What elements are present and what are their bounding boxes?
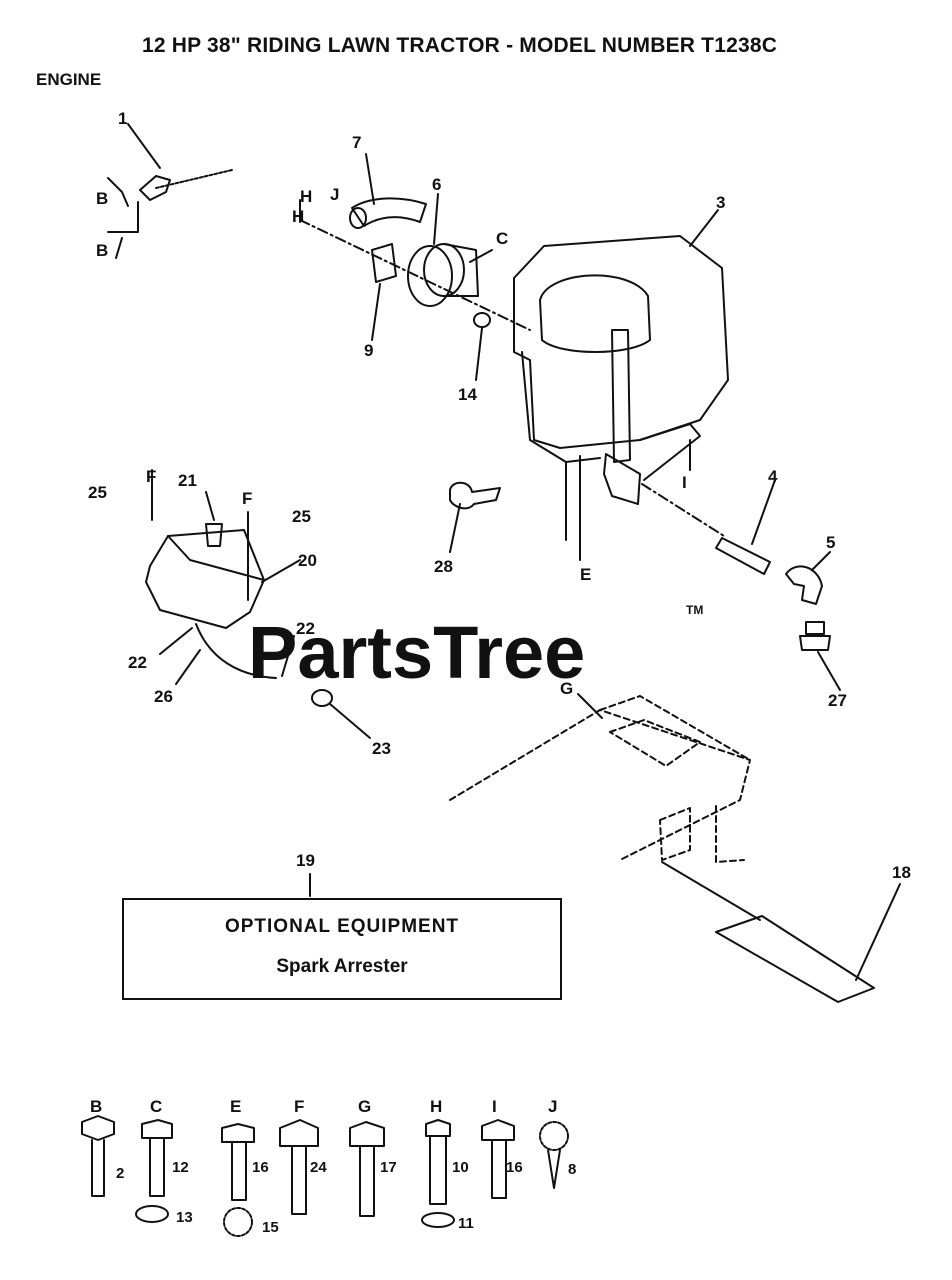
part-label-9: 9 (364, 341, 373, 360)
hardware-bolt-H (421, 1119, 455, 1228)
air-cleaner-part (407, 243, 493, 307)
plug-part (799, 621, 831, 651)
hw-part-2: 2 (116, 1165, 124, 1182)
hardware-screw-J (539, 1121, 569, 1189)
hardware-bolt-I (481, 1119, 515, 1199)
callout-F-1: F (146, 467, 156, 486)
part-label-18: 18 (892, 863, 911, 882)
optional-equipment-item: Spark Arrester (276, 956, 408, 977)
bracket-part (349, 197, 427, 229)
hw-letter-B: B (90, 1097, 102, 1116)
hw-part-16b: 16 (506, 1159, 523, 1176)
part-label-22b: 22 (296, 619, 315, 638)
part-label-7: 7 (352, 133, 361, 152)
hw-letter-F: F (294, 1097, 304, 1116)
grommet-part (311, 689, 371, 739)
optional-equipment-box: OPTIONAL EQUIPMENT Spark Arrester (122, 898, 562, 1000)
hardware-bolt-B (81, 1115, 115, 1197)
part-label-20: 20 (298, 551, 317, 570)
part-label-25b: 25 (292, 507, 311, 526)
callout-H-1: H (300, 187, 312, 206)
hw-letter-I: I (492, 1097, 497, 1116)
callout-H-2: H (292, 207, 304, 226)
hw-letter-G: G (358, 1097, 371, 1116)
part-label-22: 22 (128, 653, 147, 672)
clamp-part (449, 481, 501, 510)
hw-part-13: 13 (176, 1209, 193, 1226)
part-label-19: 19 (296, 851, 315, 870)
callout-C: C (496, 229, 508, 248)
callout-I: I (682, 473, 687, 492)
tube-part (195, 623, 277, 679)
hw-letter-E: E (230, 1097, 241, 1116)
part-label-25: 25 (88, 483, 107, 502)
callout-J: J (330, 185, 339, 204)
part-14 (473, 312, 491, 328)
hw-letter-C: C (150, 1097, 162, 1116)
hardware-bolt-C (135, 1119, 173, 1223)
part-label-26: 26 (154, 687, 173, 706)
page-title: 12 HP 38" RIDING LAWN TRACTOR - MODEL NU… (142, 34, 778, 57)
hw-part-11: 11 (458, 1215, 474, 1232)
hw-part-12: 12 (172, 1159, 189, 1176)
hw-part-16a: 16 (252, 1159, 269, 1176)
hardware-bolt-G (349, 1121, 385, 1217)
engine-part (513, 235, 729, 561)
watermark-tm: TM (686, 603, 703, 617)
part-label-6: 6 (432, 175, 441, 194)
hw-part-8: 8 (568, 1161, 576, 1178)
callout-F-2: F (242, 489, 252, 508)
part-label-5: 5 (826, 533, 835, 552)
callout-B-2: B (96, 241, 108, 260)
callout-G: G (560, 679, 573, 698)
hw-letter-J: J (548, 1097, 557, 1116)
callout-E: E (580, 565, 591, 584)
gasket-part (371, 243, 397, 283)
part-label-3: 3 (716, 193, 725, 212)
elbow-part (785, 565, 823, 605)
part-label-27: 27 (828, 691, 847, 710)
exhaust-pipe-part (715, 537, 771, 575)
muffler-part (145, 469, 265, 629)
hw-part-17: 17 (380, 1159, 397, 1176)
hardware-bolt-F (279, 1119, 319, 1215)
section-title: ENGINE (36, 70, 102, 89)
part-label-4: 4 (768, 467, 778, 486)
optional-equipment-heading: OPTIONAL EQUIPMENT (224, 916, 460, 937)
hw-part-10: 10 (452, 1159, 469, 1176)
hw-part-15: 15 (262, 1219, 279, 1236)
part-label-21: 21 (178, 471, 197, 490)
part-label-1: 1 (118, 109, 127, 128)
part-label-28: 28 (434, 557, 453, 576)
callout-B-1: B (96, 189, 108, 208)
hardware-bolt-E (221, 1123, 255, 1237)
part-label-14: 14 (458, 385, 477, 404)
heat-shield-part (715, 915, 875, 1003)
throttle-cable-part (107, 123, 233, 259)
hw-letter-H: H (430, 1097, 442, 1116)
hw-part-24: 24 (310, 1159, 327, 1176)
frame-outline (449, 695, 751, 863)
watermark-text: PartsTree (248, 611, 585, 694)
part-label-23: 23 (372, 739, 391, 758)
